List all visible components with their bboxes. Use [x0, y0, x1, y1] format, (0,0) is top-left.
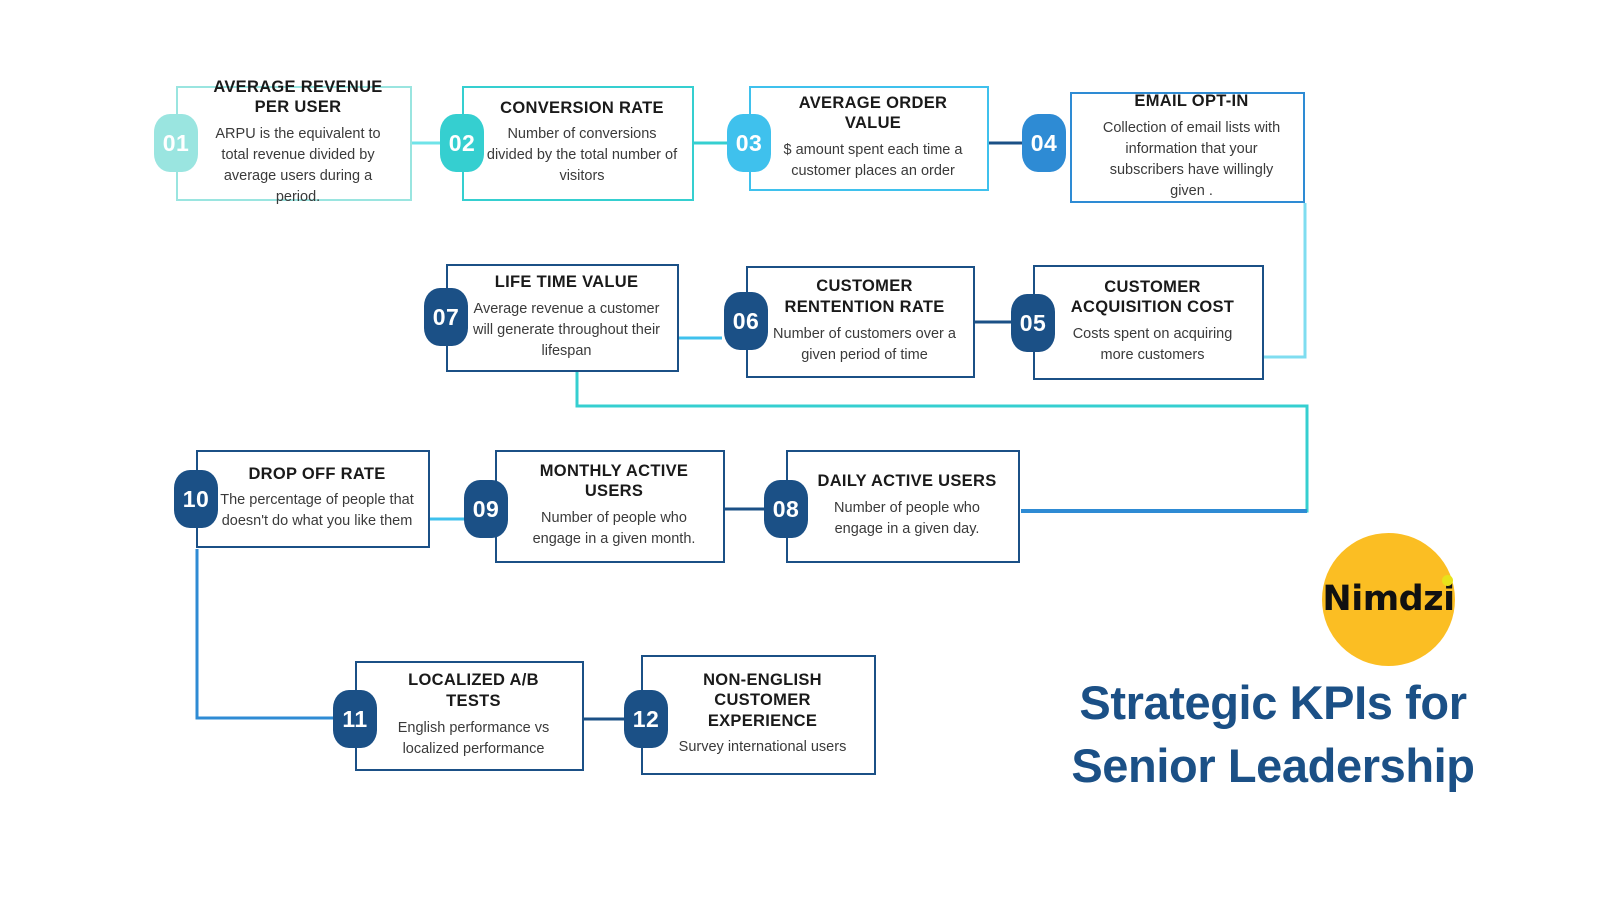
kpi-badge-number: 06	[732, 307, 760, 334]
page-title-line-1: Strategic KPIs for	[1079, 676, 1467, 729]
kpi-badge-07[interactable]: 07	[424, 288, 468, 346]
wire-10-11	[195, 549, 333, 720]
kpi-title: NON-ENGLISH CUSTOMER EXPERIENCE	[703, 670, 822, 730]
kpi-description: Survey international users	[678, 739, 847, 756]
kpi-description: $ amount spent each time a customer plac…	[783, 142, 963, 180]
kpi-description: ARPU is the equivalent to total revenue …	[215, 126, 381, 206]
kpi-description: Number of customers over a given period …	[773, 325, 956, 363]
kpi-title: LIFE TIME VALUE	[494, 273, 639, 292]
kpi-badge-number: 02	[448, 129, 476, 156]
kpi-badge-11[interactable]: 11	[333, 690, 377, 748]
kpi-description: Costs spent on acquiring more customers	[1072, 326, 1233, 364]
kpi-badge-03[interactable]: 03	[727, 114, 771, 172]
kpi-badge-number: 03	[735, 129, 763, 156]
kpi-badge-04[interactable]: 04	[1022, 114, 1066, 172]
kpi-description: Average revenue a customer will generate…	[472, 300, 660, 359]
kpi-description: English performance vs localized perform…	[397, 719, 550, 757]
kpi-badge-12[interactable]: 12	[624, 690, 668, 748]
kpi-badge-10[interactable]: 10	[174, 470, 218, 528]
logo-wordmark: Nimdzi	[1322, 575, 1455, 619]
kpi-title: CUSTOMER ACQUISITION COST	[1070, 277, 1235, 317]
kpi-description: Number of people who engage in a given d…	[834, 499, 980, 537]
kpi-title: CONVERSION RATE	[500, 98, 664, 117]
kpi-badge-number: 08	[772, 495, 800, 522]
kpi-card-05[interactable]: CUSTOMER ACQUISITION COST Costs spent on…	[1033, 265, 1264, 380]
kpi-title: LOCALIZED A/B TESTS	[408, 671, 539, 710]
kpi-badge-number: 10	[182, 485, 210, 512]
logo-text: Nimdzi	[1322, 579, 1455, 619]
kpi-badge-number: 12	[632, 705, 660, 732]
kpi-badge-05[interactable]: 05	[1011, 294, 1055, 352]
logo-dot-icon	[1441, 575, 1453, 586]
kpi-badge-number: 07	[432, 303, 460, 330]
kpi-badge-number: 05	[1019, 309, 1047, 336]
kpi-card-11[interactable]: LOCALIZED A/B TESTS English performance …	[355, 661, 584, 771]
kpi-title: DROP OFF RATE	[248, 464, 386, 483]
kpi-badge-number: 09	[472, 495, 500, 522]
kpi-card-01[interactable]: AVERAGE REVENUE PER USER ARPU is the equ…	[176, 78, 412, 205]
kpi-title: DAILY ACTIVE USERS	[817, 472, 997, 491]
page-title: Strategic KPIs for Senior Leadership	[1038, 672, 1508, 797]
kpi-badge-08[interactable]: 08	[764, 480, 808, 538]
kpi-title: MONTHLY ACTIVE USERS	[539, 461, 689, 501]
kpi-card-04[interactable]: EMAIL OPT-IN Collection of email lists w…	[1070, 92, 1305, 203]
kpi-card-02[interactable]: CONVERSION RATE Number of conversions di…	[462, 86, 694, 201]
nimdzi-logo: Nimdzi	[1322, 533, 1455, 666]
kpi-card-10[interactable]: DROP OFF RATE The percentage of people t…	[196, 450, 430, 548]
wire-04-05	[1264, 203, 1307, 359]
kpi-card-08[interactable]: DAILY ACTIVE USERS Number of people who …	[786, 450, 1020, 563]
kpi-badge-06[interactable]: 06	[724, 292, 768, 350]
kpi-title: AVERAGE REVENUE PER USER	[213, 77, 383, 117]
kpi-description: Number of people who engage in a given m…	[532, 510, 696, 548]
kpi-title: EMAIL OPT-IN	[1134, 92, 1249, 111]
kpi-description: The percentage of people that doesn't do…	[220, 492, 414, 530]
kpi-card-07[interactable]: LIFE TIME VALUE Average revenue a custom…	[446, 264, 679, 372]
kpi-badge-09[interactable]: 09	[464, 480, 508, 538]
kpi-badge-number: 11	[342, 705, 368, 732]
kpi-card-03[interactable]: AVERAGE ORDER VALUE $ amount spent each …	[749, 86, 989, 191]
kpi-description: Number of conversions divided by the tot…	[486, 126, 678, 185]
kpi-description: Collection of email lists with informati…	[1102, 119, 1281, 199]
kpi-card-12[interactable]: NON-ENGLISH CUSTOMER EXPERIENCE Survey i…	[641, 655, 876, 775]
kpi-title: AVERAGE ORDER VALUE	[798, 93, 948, 133]
kpi-card-06[interactable]: CUSTOMER RENTENTION RATE Number of custo…	[746, 266, 975, 378]
kpi-title: CUSTOMER RENTENTION RATE	[784, 277, 945, 316]
kpi-card-09[interactable]: MONTHLY ACTIVE USERS Number of people wh…	[495, 450, 725, 563]
kpi-badge-number: 01	[162, 129, 190, 156]
kpi-badge-01[interactable]: 01	[154, 114, 198, 172]
page-title-line-2: Senior Leadership	[1071, 738, 1475, 792]
kpi-badge-02[interactable]: 02	[440, 114, 484, 172]
kpi-badge-number: 04	[1030, 129, 1058, 156]
